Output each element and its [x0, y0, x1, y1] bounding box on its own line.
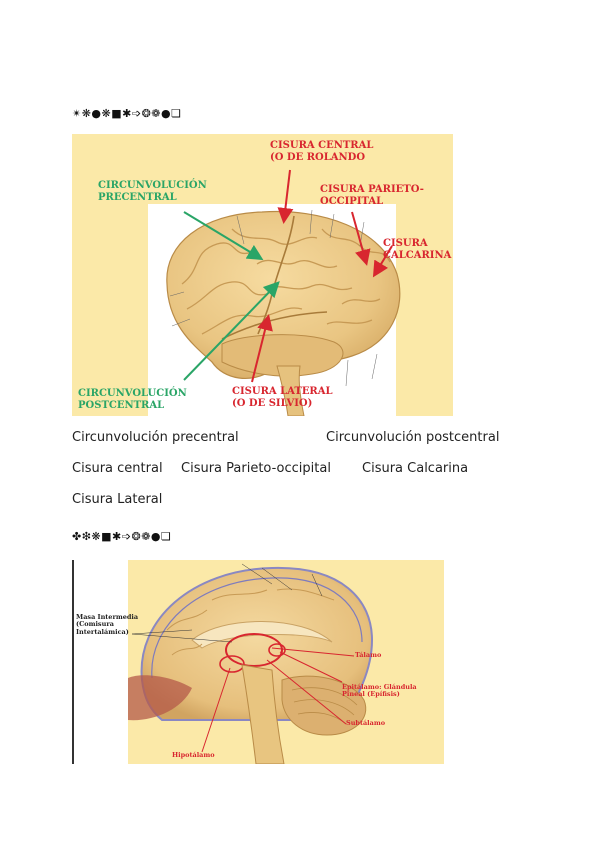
figure-left-rule [72, 560, 74, 764]
precentral-arrow [183, 211, 264, 261]
hypothalamus-highlight [219, 655, 245, 673]
label-central-sulcus: CISURA CENTRAL (O DE ROLANDO [270, 140, 374, 163]
nasal-region [128, 675, 192, 721]
lateral-sulcus-arrow [251, 314, 273, 383]
caption-postcentral: Circunvolución postcentral [326, 430, 500, 445]
label-parieto-occipital-sulcus: CISURA PARIETO- OCCIPITAL [320, 184, 424, 207]
calcarine-arrow [372, 245, 393, 278]
medial-gyri [166, 588, 335, 656]
parieto-occipital-arrow [351, 211, 371, 266]
figure-white-panel [72, 560, 128, 764]
pointer-lines [131, 563, 323, 643]
label-postcentral-gyrus: CIRCUNVOLUCIÓN POSTCENTRAL [78, 388, 187, 411]
brainstem-shape [276, 365, 305, 416]
label-massa-intermedia: Masa Intermedia (Comisura Intertalámica) [76, 613, 139, 636]
caption-lateral: Cisura Lateral [72, 492, 163, 507]
red-pointer-lines [201, 647, 355, 753]
label-precentral-gyrus: CIRCUNVOLUCIÓN PRECENTRAL [98, 180, 207, 203]
thalamus-highlight [225, 633, 283, 667]
label-thalamus: Tálamo [355, 651, 382, 659]
label-calcarine-sulcus: CISURA CALCARINA [383, 238, 452, 261]
label-subthalamus: Subtálamo [346, 719, 386, 727]
label-hypothalamus: Hipotálamo [172, 751, 215, 759]
gyri-lines [181, 228, 391, 335]
pineal-highlight [268, 643, 286, 657]
section-2-symbol-heading: ✤❇❋■✱➩❂❁●❏ [72, 530, 172, 543]
central-sulcus-arrow [277, 169, 294, 224]
caption-parieto-occipital: Cisura Parieto-occipital [181, 461, 331, 476]
label-epithalamus: Epitálamo: Glándula Pineal (Epífisis) [342, 683, 417, 699]
caption-central: Cisura central [72, 461, 163, 476]
caption-calcarina: Cisura Calcarina [362, 461, 469, 476]
sagittal-brain-figure: Masa Intermedia (Comisura Intertalámica)… [72, 560, 444, 764]
caption-precentral: Circunvolución precentral [72, 430, 239, 445]
section-1-symbol-heading: ✴❋●❋■✱➩❂❁●❏ [72, 107, 182, 120]
lateral-brain-illustration [166, 169, 401, 416]
pointer-lines [169, 209, 378, 387]
lateral-brain-figure: CIRCUNVOLUCIÓN PRECENTRAL CISURA CENTRAL… [72, 134, 453, 416]
label-lateral-sulcus: CISURA LATERAL (O DE SILVIO) [232, 386, 333, 409]
postcentral-arrow [183, 281, 280, 381]
sagittal-brain-illustration [128, 563, 374, 764]
brainstem [241, 664, 285, 764]
